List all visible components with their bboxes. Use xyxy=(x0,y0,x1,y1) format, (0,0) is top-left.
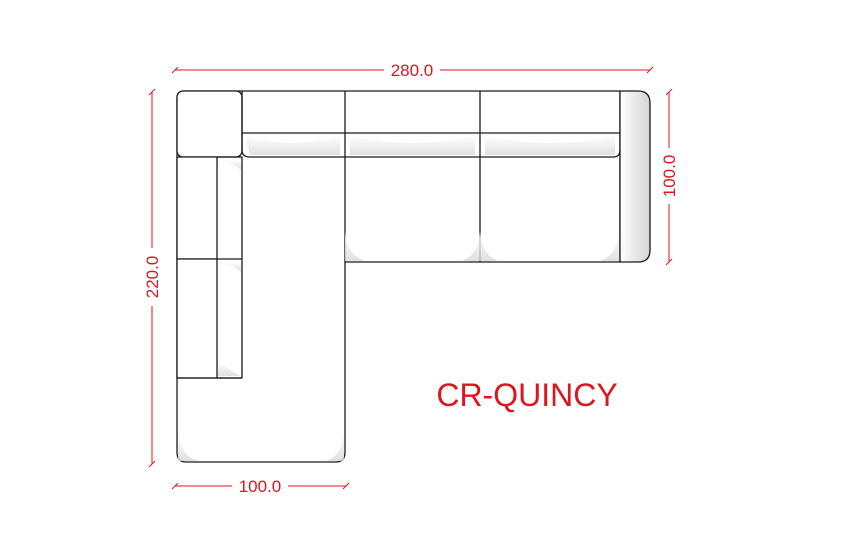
shade-seat-3 xyxy=(600,232,619,261)
dim-tick-bottom-right xyxy=(342,482,350,490)
dim-label-right-depth: 100.0 xyxy=(660,155,679,198)
shade-chaise-right xyxy=(326,432,344,461)
left-back-cushion-lower xyxy=(176,258,218,379)
dim-bg-bottom xyxy=(232,476,288,496)
model-name: CR-QUINCY xyxy=(436,377,617,413)
dim-bg-right xyxy=(659,148,679,204)
shade-seat-2 xyxy=(462,232,498,261)
corner-back xyxy=(176,90,243,158)
dim-bg-top xyxy=(384,60,440,80)
shade-chaise-left xyxy=(178,432,198,461)
shade-left-back-bottom xyxy=(218,362,241,376)
back-cushion-strip xyxy=(241,91,621,158)
dim-bg-left xyxy=(142,248,162,306)
shade-left-strip xyxy=(218,160,241,170)
right-armrest xyxy=(619,90,651,263)
dim-tick-left-bottom xyxy=(148,460,156,468)
dim-tick-bottom-left xyxy=(171,482,179,490)
shade-back-1 xyxy=(245,136,340,155)
dimension-labels: 280.0 220.0 100.0 100.0 xyxy=(143,61,679,496)
dim-tick-right-bottom xyxy=(665,258,673,266)
shade-left-strip-low xyxy=(218,262,241,272)
dim-label-overall-width: 280.0 xyxy=(391,61,434,80)
dim-label-chaise-width: 100.0 xyxy=(239,477,282,496)
dim-label-overall-depth: 220.0 xyxy=(143,256,162,299)
left-back-cushion-upper xyxy=(176,156,218,260)
cushion-shading xyxy=(178,136,619,461)
shade-back-3 xyxy=(485,136,615,155)
shade-back-2 xyxy=(350,136,475,155)
dim-tick-left-top xyxy=(148,88,156,96)
dim-tick-top-left xyxy=(171,66,179,74)
dim-tick-right-top xyxy=(665,88,673,96)
dim-tick-top-right xyxy=(646,66,654,74)
dimension-label-backgrounds xyxy=(142,60,679,496)
shade-seat-1 xyxy=(345,232,365,261)
